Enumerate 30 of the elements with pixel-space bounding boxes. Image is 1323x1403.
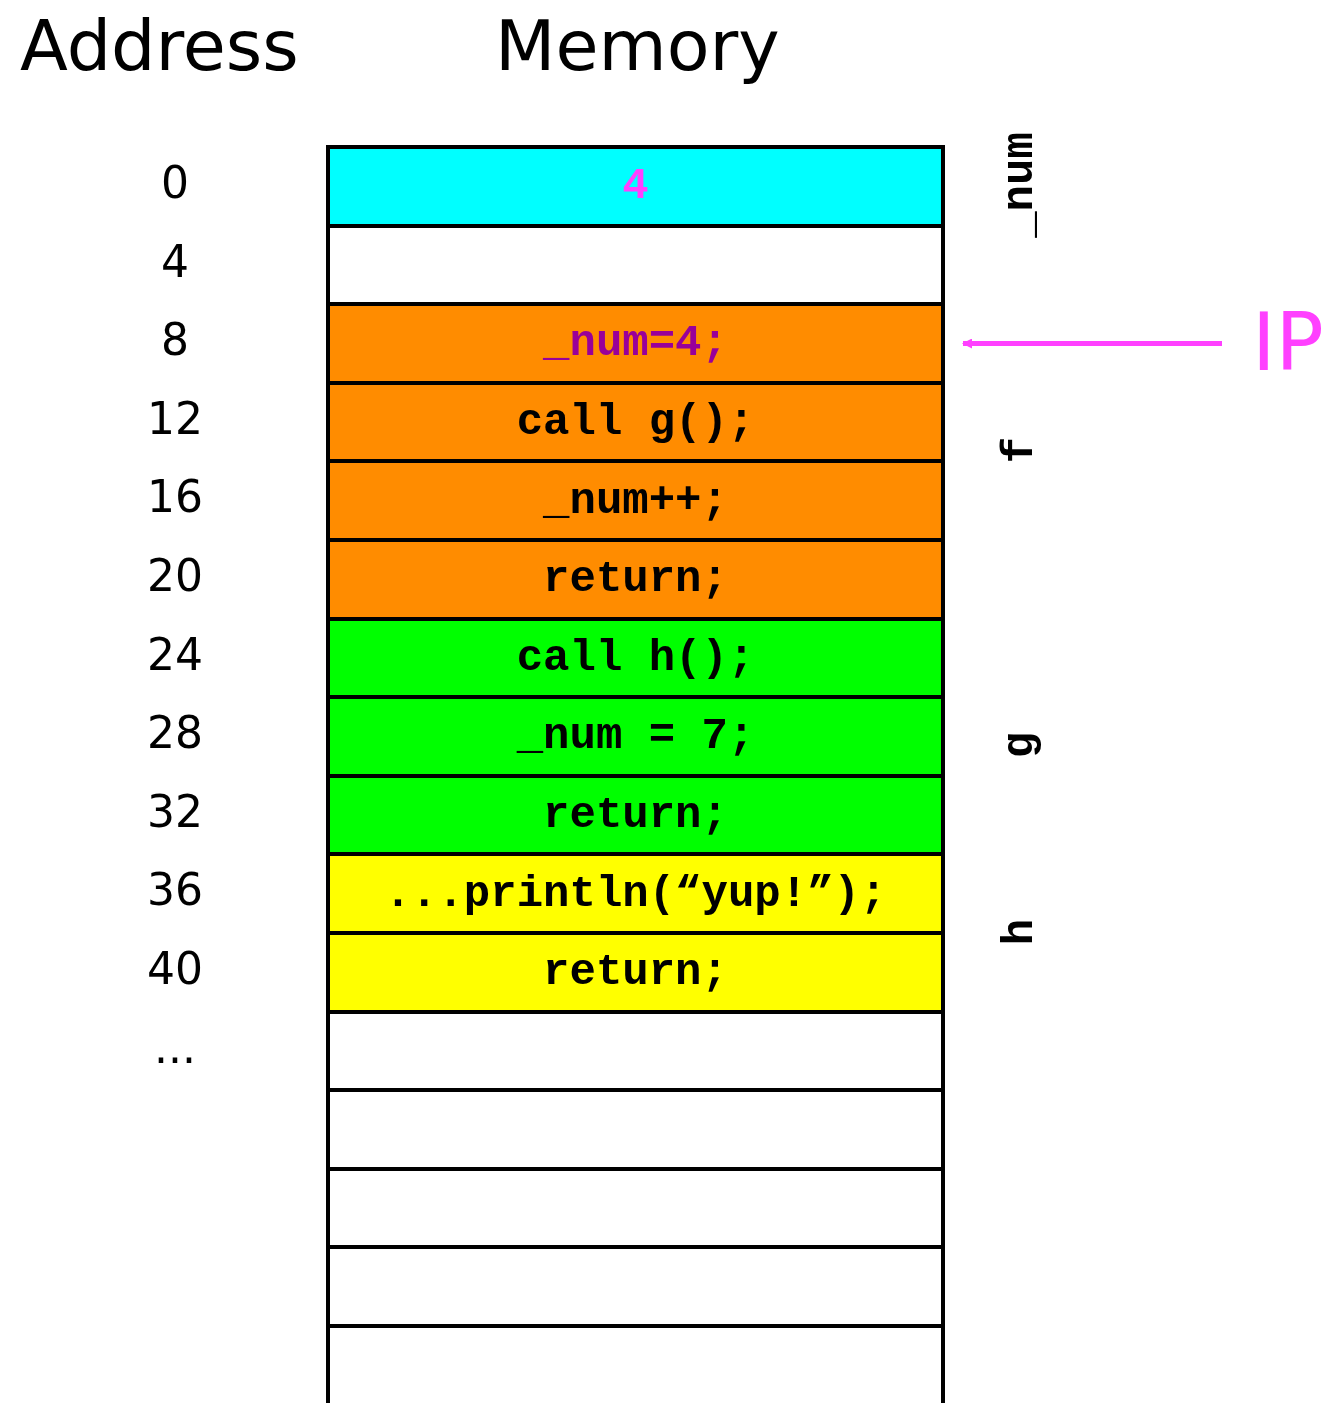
code-text: _num++; — [543, 475, 728, 526]
address-label: 28 — [146, 707, 204, 759]
code-text: call g(); — [516, 397, 755, 448]
address-label: 4 — [160, 235, 190, 287]
address-label: ... — [153, 1021, 197, 1073]
column-heading: Memory — [495, 5, 780, 87]
address-label: 32 — [146, 785, 204, 837]
address-label: 40 — [146, 943, 204, 994]
address-label: 0 — [160, 157, 190, 208]
code-text: 4 — [622, 161, 649, 212]
address-label: 36 — [146, 864, 204, 916]
address-label: 8 — [160, 314, 190, 366]
address-label: 12 — [146, 392, 204, 444]
code-text: _num=4; — [543, 318, 728, 369]
address-label: 24 — [146, 628, 204, 680]
code-text: ...println(“yup!”); — [384, 868, 887, 919]
code-text: _num = 7; — [516, 711, 755, 762]
code-text: call h(); — [516, 632, 755, 683]
pointer-label: IP — [1252, 295, 1323, 391]
function-label: _num — [995, 132, 1045, 238]
address-label: 16 — [146, 471, 204, 523]
function-label: h — [995, 918, 1045, 946]
address-label: 20 — [146, 550, 204, 601]
pointer-arrow — [962, 338, 1222, 349]
function-label: g — [995, 731, 1045, 759]
code-text: return; — [543, 947, 728, 998]
column-heading: Address — [20, 5, 299, 87]
code-text: return; — [543, 790, 728, 841]
code-text: return; — [543, 554, 728, 605]
function-label: f — [995, 436, 1045, 464]
